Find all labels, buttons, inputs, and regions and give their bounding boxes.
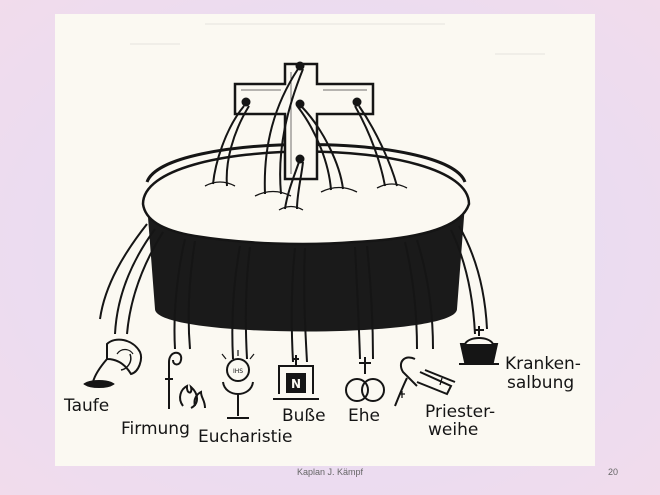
fountain-illustration: IHS N bbox=[83, 23, 545, 419]
taufe-symbol bbox=[83, 338, 142, 388]
host-inscription: IHS bbox=[233, 368, 243, 375]
krankensalbung-symbol bbox=[459, 326, 499, 365]
label-eucharistie: Eucharistie bbox=[198, 427, 293, 447]
basin-rim bbox=[141, 150, 471, 246]
label-krankensalbung-line1: Kranken- bbox=[505, 354, 581, 374]
faint-bleedthrough bbox=[130, 23, 545, 55]
label-busse: Buße bbox=[282, 406, 326, 426]
ehe-symbol bbox=[345, 357, 385, 402]
label-priesterweihe-line1: Priester- bbox=[425, 402, 496, 422]
water-jets bbox=[212, 68, 398, 210]
cross bbox=[233, 62, 375, 181]
book-letter: N bbox=[291, 377, 301, 391]
cross-spouts bbox=[241, 61, 362, 164]
busse-symbol: N bbox=[273, 355, 319, 400]
priesterweihe-symbol bbox=[394, 356, 456, 407]
label-ehe: Ehe bbox=[348, 406, 380, 426]
footer-page-number: 20 bbox=[608, 467, 619, 477]
footer-author: Kaplan J. Kämpf bbox=[297, 467, 364, 477]
label-krankensalbung-line2: salbung bbox=[507, 373, 575, 393]
label-priesterweihe-line2: weihe bbox=[428, 420, 479, 440]
label-firmung: Firmung bbox=[121, 419, 190, 439]
overflow-streams bbox=[99, 223, 488, 363]
firmung-symbol bbox=[165, 351, 206, 409]
eucharistie-symbol: IHS bbox=[221, 350, 255, 419]
label-taufe: Taufe bbox=[64, 396, 110, 416]
